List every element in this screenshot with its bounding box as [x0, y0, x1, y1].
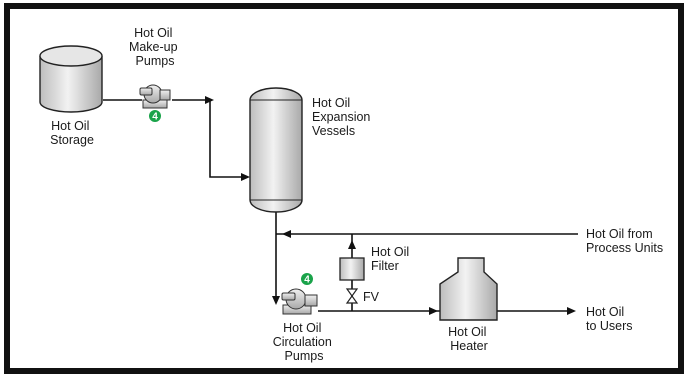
expansion-vessels-label: Hot Oil Expansion Vessels	[312, 96, 374, 138]
circulation-pump-count-badge: 4	[301, 273, 313, 286]
circulation-pump-icon[interactable]	[281, 288, 318, 315]
storage-tank-icon[interactable]	[39, 45, 103, 113]
expansion-vessel-icon[interactable]	[249, 87, 303, 213]
heater-icon[interactable]	[439, 257, 498, 321]
to-users-label: Hot Oil to Users	[586, 305, 633, 333]
arrow-into-vessel	[241, 173, 250, 181]
arrow-from-process	[282, 230, 291, 238]
makeup-pump-count-badge: 4	[149, 110, 161, 123]
from-process-label: Hot Oil from Process Units	[586, 227, 663, 255]
makeup-pumps-label: Hot Oil Make-up Pumps	[129, 26, 181, 68]
arrow-filter-up	[348, 240, 356, 249]
arrow-into-heater	[429, 307, 438, 315]
flow-valve-icon[interactable]	[345, 288, 359, 304]
makeup-pump-icon[interactable]	[139, 84, 171, 109]
heater-label: Hot Oil Heater	[448, 325, 490, 353]
svg-text:4: 4	[152, 112, 158, 123]
circulation-pumps-label: Hot Oil Circulation Pumps	[273, 321, 336, 363]
diagram-border	[4, 3, 684, 374]
valve-label: FV	[363, 290, 380, 304]
filter-label: Hot Oil Filter	[371, 245, 413, 273]
arrow-into-circ-pump	[272, 296, 280, 305]
arrow-to-users	[567, 307, 576, 315]
arrow-makeup-out	[205, 96, 214, 104]
storage-label: Hot Oil Storage	[50, 119, 94, 147]
svg-text:4: 4	[304, 275, 310, 286]
pipe-makeup-to-vessel	[172, 99, 244, 178]
filter-icon[interactable]	[339, 257, 365, 281]
